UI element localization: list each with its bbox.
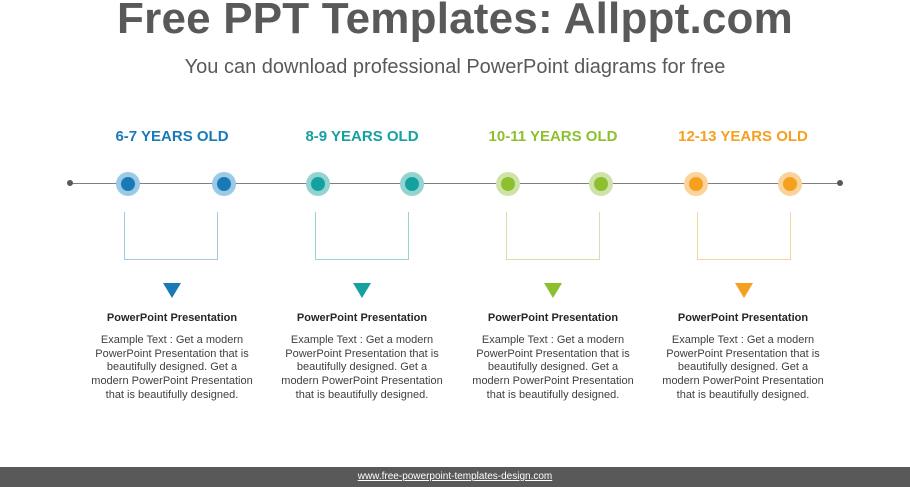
page-title: Free PPT Templates: Allppt.com — [117, 0, 793, 43]
timeline-node-3b — [589, 172, 613, 196]
stage-heading-1: 6-7 YEARS OLD — [115, 128, 229, 145]
card-text-2: Example Text : Get a modern PowerPoint P… — [281, 334, 443, 401]
timeline-line — [70, 183, 840, 184]
timeline-start-dot — [67, 180, 73, 186]
down-arrow-icon — [353, 283, 371, 298]
stage-bracket-1 — [124, 212, 218, 260]
card-title-4: PowerPoint Presentation — [677, 312, 809, 324]
stage-bracket-4 — [697, 212, 791, 260]
footer-link[interactable]: www.free-powerpoint-templates-design.com — [357, 471, 553, 482]
timeline-node-1b — [212, 172, 236, 196]
timeline-node-4b — [778, 172, 802, 196]
timeline-node-3a — [496, 172, 520, 196]
stage-heading-2: 8-9 YEARS OLD — [305, 128, 419, 145]
timeline-node-1a — [116, 172, 140, 196]
timeline-end-dot — [837, 180, 843, 186]
down-arrow-icon — [544, 283, 562, 298]
card-text-3: Example Text : Get a modern PowerPoint P… — [472, 334, 634, 401]
card-title-3: PowerPoint Presentation — [487, 312, 619, 324]
stage-heading-3: 10-11 YEARS OLD — [488, 128, 618, 145]
timeline-node-4a — [684, 172, 708, 196]
footer-bar: www.free-powerpoint-templates-design.com — [0, 467, 910, 487]
page-subtitle: You can download professional PowerPoint… — [184, 56, 726, 78]
timeline-node-2b — [400, 172, 424, 196]
card-title-2: PowerPoint Presentation — [296, 312, 428, 324]
stage-heading-4: 12-13 YEARS OLD — [678, 128, 808, 145]
card-title-1: PowerPoint Presentation — [106, 312, 238, 324]
stage-bracket-2 — [315, 212, 409, 260]
card-text-1: Example Text : Get a modern PowerPoint P… — [91, 334, 253, 401]
timeline-node-2a — [306, 172, 330, 196]
stage-bracket-3 — [506, 212, 600, 260]
down-arrow-icon — [735, 283, 753, 298]
card-text-4: Example Text : Get a modern PowerPoint P… — [662, 334, 824, 401]
down-arrow-icon — [163, 283, 181, 298]
